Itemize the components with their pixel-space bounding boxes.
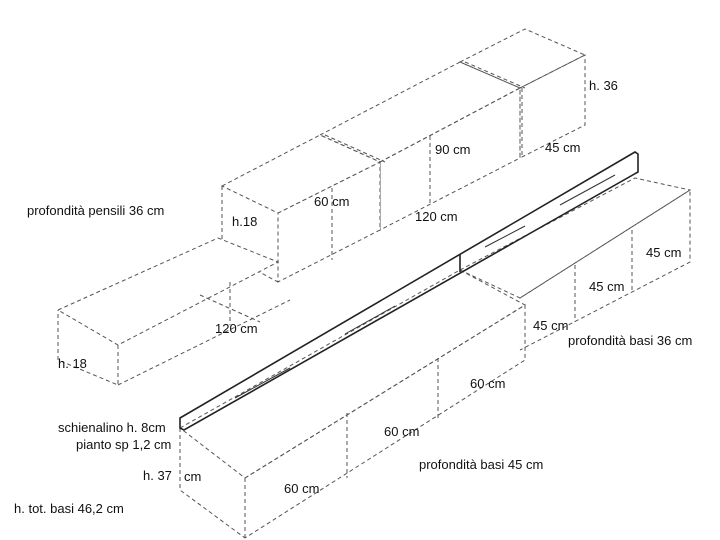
divider-line: [199, 294, 261, 323]
label-w90: 90 cm: [435, 142, 470, 157]
label-w120-left: 120 cm: [215, 321, 258, 336]
base-right-top: [458, 177, 692, 299]
label-h18-left: h. 18: [58, 356, 87, 371]
wall-cabinet-left-side: [57, 310, 119, 386]
backrest-slot: [234, 367, 291, 399]
base-front-top: [179, 269, 526, 479]
wall-cabinet-left-top: [56, 237, 280, 346]
backrest-slot: [484, 225, 526, 248]
base-front-side: [179, 428, 246, 539]
backrest-slot: [344, 305, 396, 335]
shelf-line: [464, 61, 526, 89]
label-w45-r1: 45 cm: [646, 245, 681, 260]
base-cabinets-right: [458, 177, 692, 351]
wall-cabinet-upper-row: [220, 28, 587, 283]
label-w45-r2: 45 cm: [589, 279, 624, 294]
label-depth-base45: profondità basi 45 cm: [419, 457, 543, 472]
wall-cabinet-45-top: [458, 28, 587, 89]
base-right-front: [519, 189, 691, 351]
base-front-front: [244, 304, 526, 539]
wall-cabinet-60-top: [220, 134, 382, 214]
label-w60-mid: 60 cm: [470, 376, 505, 391]
backrest-outline: [179, 151, 639, 431]
backrest-slot: [559, 174, 616, 206]
wall-cabinet-90-top: [318, 61, 522, 163]
label-h36: h. 36: [589, 78, 618, 93]
backrest-panel: [179, 151, 639, 431]
label-w60-center: 60 cm: [384, 424, 419, 439]
shelf-line: [324, 134, 386, 163]
wall-cabinet-60-front: [277, 161, 381, 283]
label-h37: h. 37: [143, 468, 172, 483]
label-w60-top: 60 cm: [314, 194, 349, 209]
label-h37-unit: cm: [184, 469, 201, 484]
label-backrest: schienalino h. 8cm: [58, 420, 166, 435]
wall-cabinet-left-120: [56, 237, 291, 386]
label-depth-wall: profondità pensili 36 cm: [27, 203, 164, 218]
label-h18-top: h.18: [232, 214, 257, 229]
label-top-thickness: pianto sp 1,2 cm: [76, 437, 171, 452]
label-w45-top: 45 cm: [545, 140, 580, 155]
base-cabinets-front: [179, 269, 526, 539]
label-depth-base36: profondità basi 36 cm: [568, 333, 692, 348]
wall-cabinet-left-bottom: [117, 299, 291, 386]
label-total-height: h. tot. basi 46,2 cm: [14, 501, 124, 516]
label-w120-top: 120 cm: [415, 209, 458, 224]
label-w45-r3: 45 cm: [533, 318, 568, 333]
label-w60-bottom: 60 cm: [284, 481, 319, 496]
